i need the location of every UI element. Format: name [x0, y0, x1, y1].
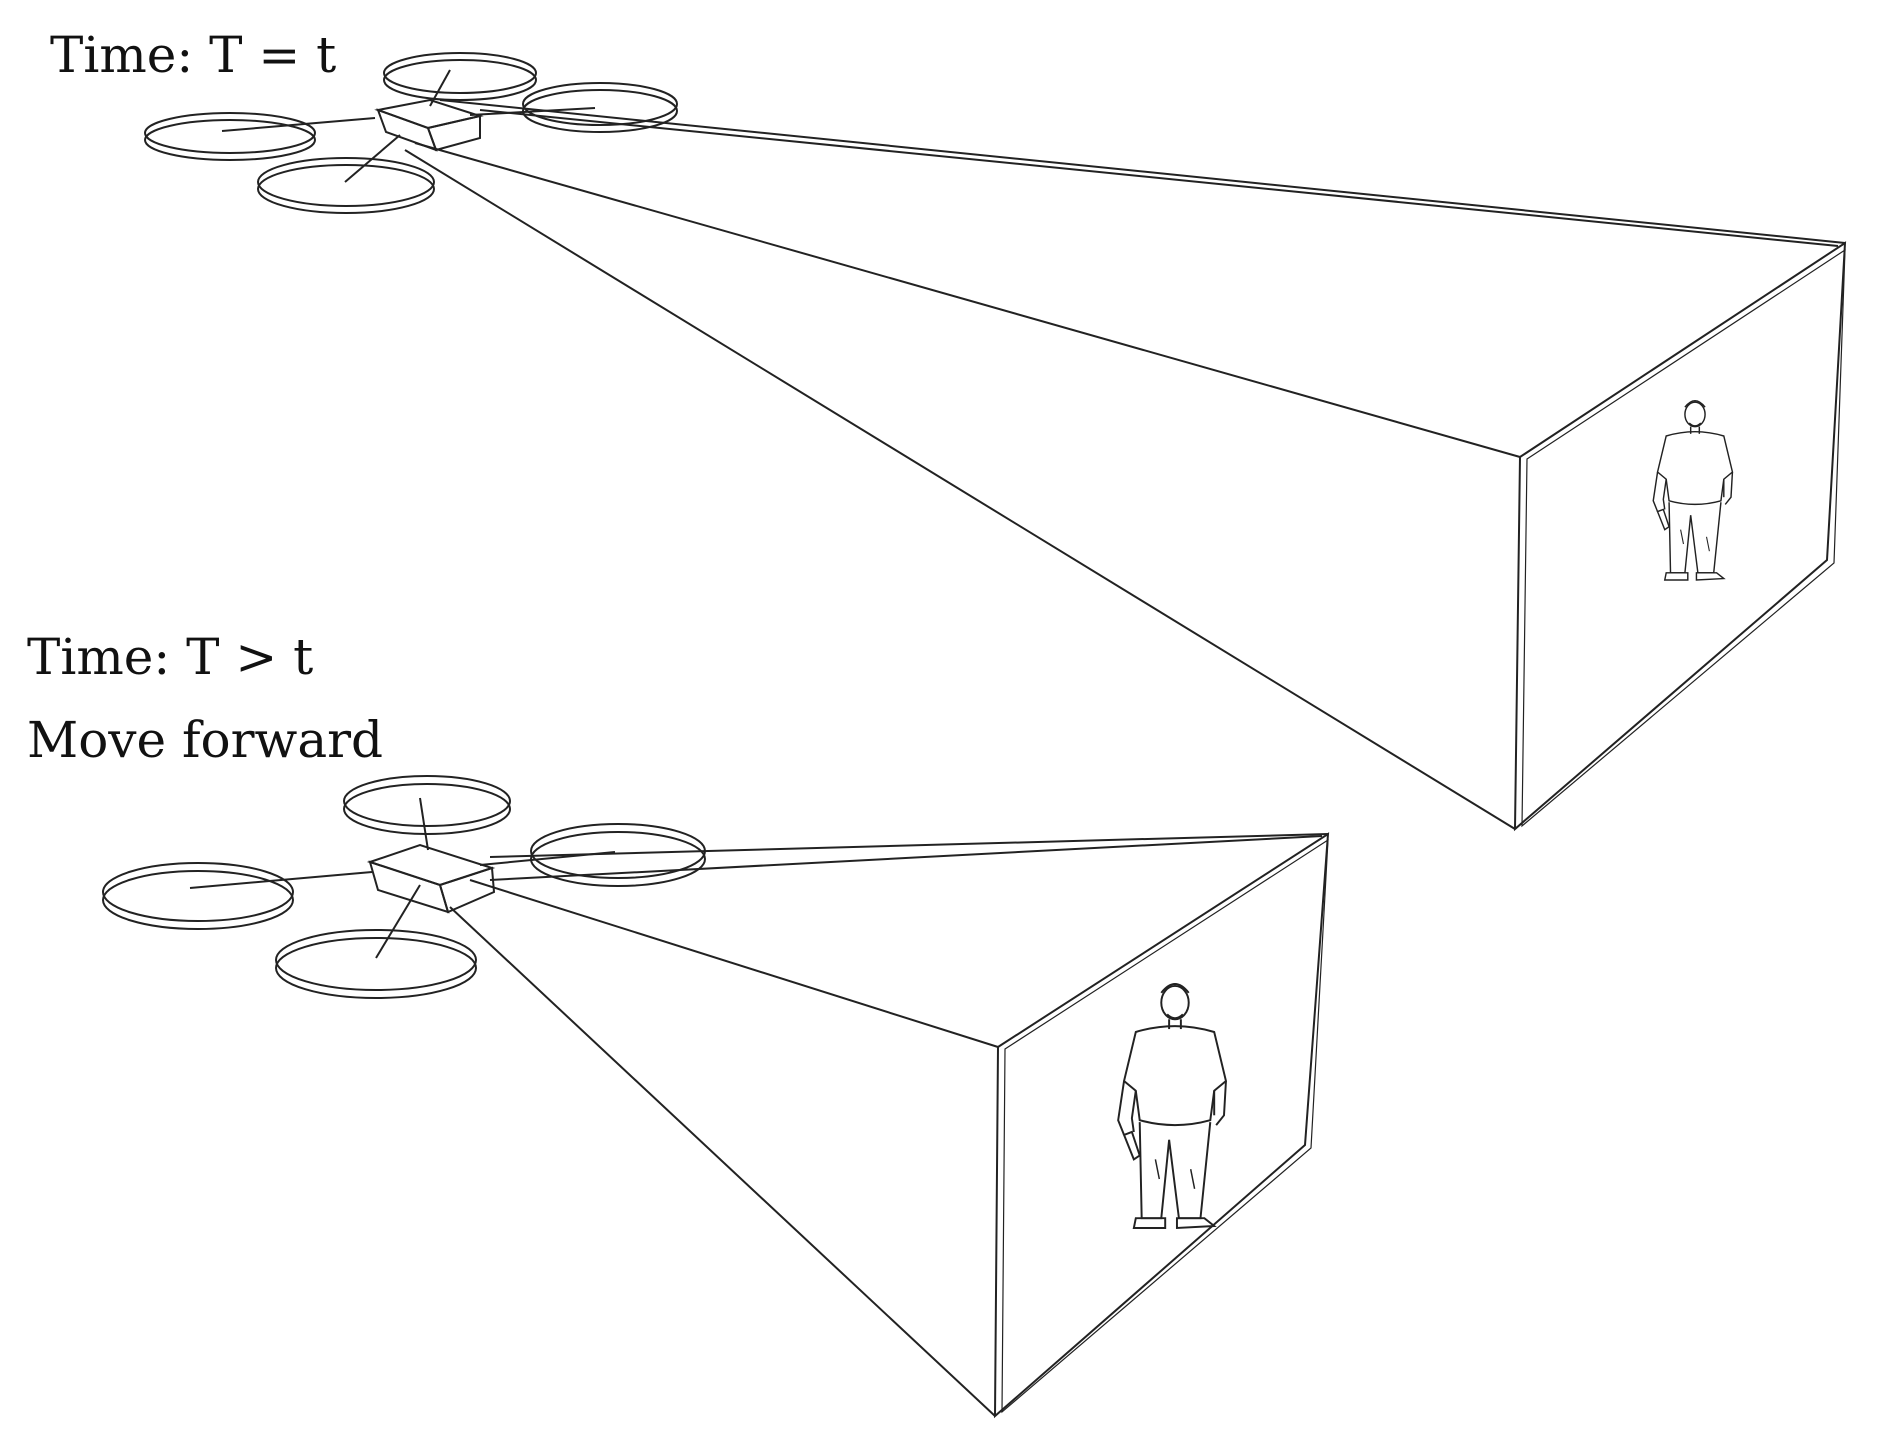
- quadcopter-drone-icon: [102, 775, 706, 999]
- standing-person-icon: [1117, 982, 1227, 1229]
- action-caption-scene-2: Move forward: [27, 711, 384, 769]
- standing-person-icon: [1652, 400, 1734, 581]
- scene-2: [102, 775, 1330, 1419]
- time-label-scene-2: Time: T > t: [27, 628, 314, 686]
- view-frustum-2: [449, 832, 1330, 1419]
- view-frustum-1: [404, 99, 1847, 832]
- scene-1: [144, 52, 1847, 832]
- quadcopter-drone-icon: [144, 52, 678, 214]
- time-label-scene-1: Time: T = t: [50, 26, 337, 84]
